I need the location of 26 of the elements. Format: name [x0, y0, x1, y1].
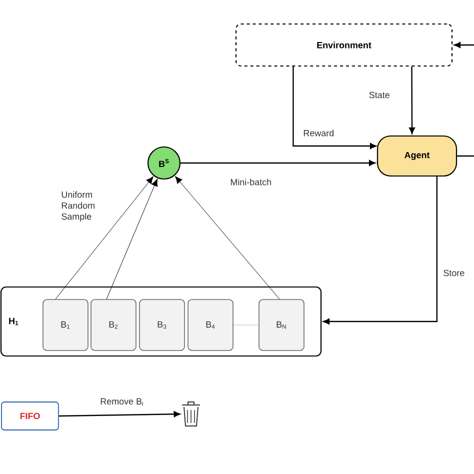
- batch-box: B$_{4}$: [188, 299, 234, 351]
- edge-label: Store: [444, 270, 464, 276]
- agent-box: Agent: [376, 135, 458, 177]
- batch-box: B$_{3}$: [139, 299, 185, 351]
- arrow: [292, 66, 376, 149]
- edge-label: State: [369, 92, 390, 98]
- arrow: [454, 42, 474, 48]
- edge-label: Mini-batch: [230, 178, 271, 186]
- edge-label: Remove B$_{i}$: [100, 398, 143, 406]
- edge-label: Reward: [304, 130, 334, 136]
- connector-line: [233, 324, 259, 326]
- arrow: [180, 160, 376, 166]
- batch-box: B$_{1}$: [42, 299, 88, 351]
- trash-bin-icon: [182, 402, 200, 426]
- batch-box: B$_{N}$: [258, 299, 304, 351]
- arrow: [106, 178, 158, 300]
- environment-box: Environment: [235, 23, 453, 67]
- arrow: [323, 176, 438, 324]
- arrow: [409, 66, 415, 134]
- arrow: [58, 411, 180, 418]
- batch-box: B$_{2}$: [90, 299, 136, 351]
- arrow: [55, 176, 154, 300]
- arrow: [175, 176, 280, 300]
- fifo-box: FIFO: [1, 402, 59, 430]
- connector-line: [457, 155, 474, 157]
- note-label: Uniform Random Sample: [62, 191, 94, 222]
